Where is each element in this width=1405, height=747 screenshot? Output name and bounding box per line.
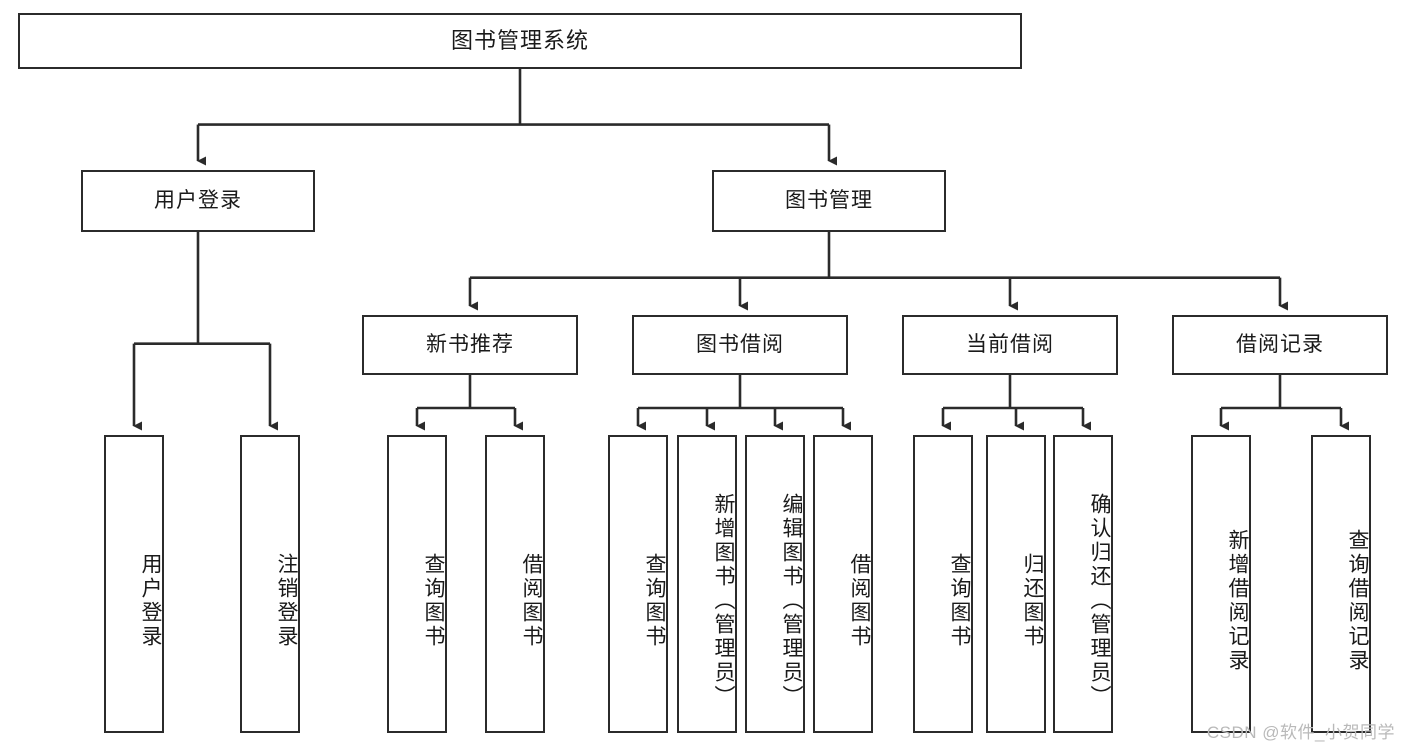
node-label: 查询借阅记录 [1346, 529, 1369, 673]
node-book-manage[interactable]: 图书管理 [712, 170, 946, 232]
node-label: 新增图书（管理员） [712, 493, 735, 709]
node-leaf-return-book[interactable]: 归还图书 [986, 435, 1046, 733]
node-leaf-edit-book-admin[interactable]: 编辑图书（管理员） [745, 435, 805, 733]
node-leaf-borrow-book[interactable]: 借阅图书 [813, 435, 873, 733]
node-book-borrow[interactable]: 图书借阅 [632, 315, 848, 375]
node-leaf-add-book-admin[interactable]: 新增图书（管理员） [677, 435, 737, 733]
node-label: 借阅记录 [1236, 333, 1324, 357]
node-label: 图书借阅 [696, 333, 784, 357]
node-label: 图书管理系统 [450, 27, 589, 53]
node-leaf-query-book-current[interactable]: 查询图书 [913, 435, 973, 733]
node-borrow-record[interactable]: 借阅记录 [1172, 315, 1388, 375]
node-label: 新增借阅记录 [1226, 529, 1249, 673]
node-user-login[interactable]: 用户登录 [81, 170, 315, 232]
node-current-borrow[interactable]: 当前借阅 [902, 315, 1118, 375]
node-label: 确认归还（管理员） [1088, 493, 1111, 709]
node-label: 借阅图书 [848, 553, 871, 649]
node-label: 注销登录 [275, 553, 298, 649]
node-leaf-user-login[interactable]: 用户登录 [104, 435, 164, 733]
node-label: 查询图书 [643, 553, 666, 649]
node-new-book-recommend[interactable]: 新书推荐 [362, 315, 578, 375]
node-label: 新书推荐 [426, 333, 514, 357]
node-leaf-user-logout[interactable]: 注销登录 [240, 435, 300, 733]
node-label: 借阅图书 [520, 553, 543, 649]
node-label: 当前借阅 [966, 333, 1054, 357]
node-label: 查询图书 [948, 553, 971, 649]
node-leaf-query-borrow-record[interactable]: 查询借阅记录 [1311, 435, 1371, 733]
node-leaf-query-book-borrow[interactable]: 查询图书 [608, 435, 668, 733]
node-leaf-query-book-rec[interactable]: 查询图书 [387, 435, 447, 733]
node-root-system[interactable]: 图书管理系统 [18, 13, 1022, 69]
node-label: 图书管理 [785, 189, 873, 213]
node-label: 查询图书 [422, 553, 445, 649]
node-leaf-add-borrow-record[interactable]: 新增借阅记录 [1191, 435, 1251, 733]
node-label: 用户登录 [154, 189, 242, 213]
node-label: 用户登录 [139, 553, 162, 649]
node-leaf-borrow-book-rec[interactable]: 借阅图书 [485, 435, 545, 733]
node-label: 归还图书 [1021, 553, 1044, 649]
node-leaf-confirm-return-admin[interactable]: 确认归还（管理员） [1053, 435, 1113, 733]
node-label: 编辑图书（管理员） [780, 493, 803, 709]
